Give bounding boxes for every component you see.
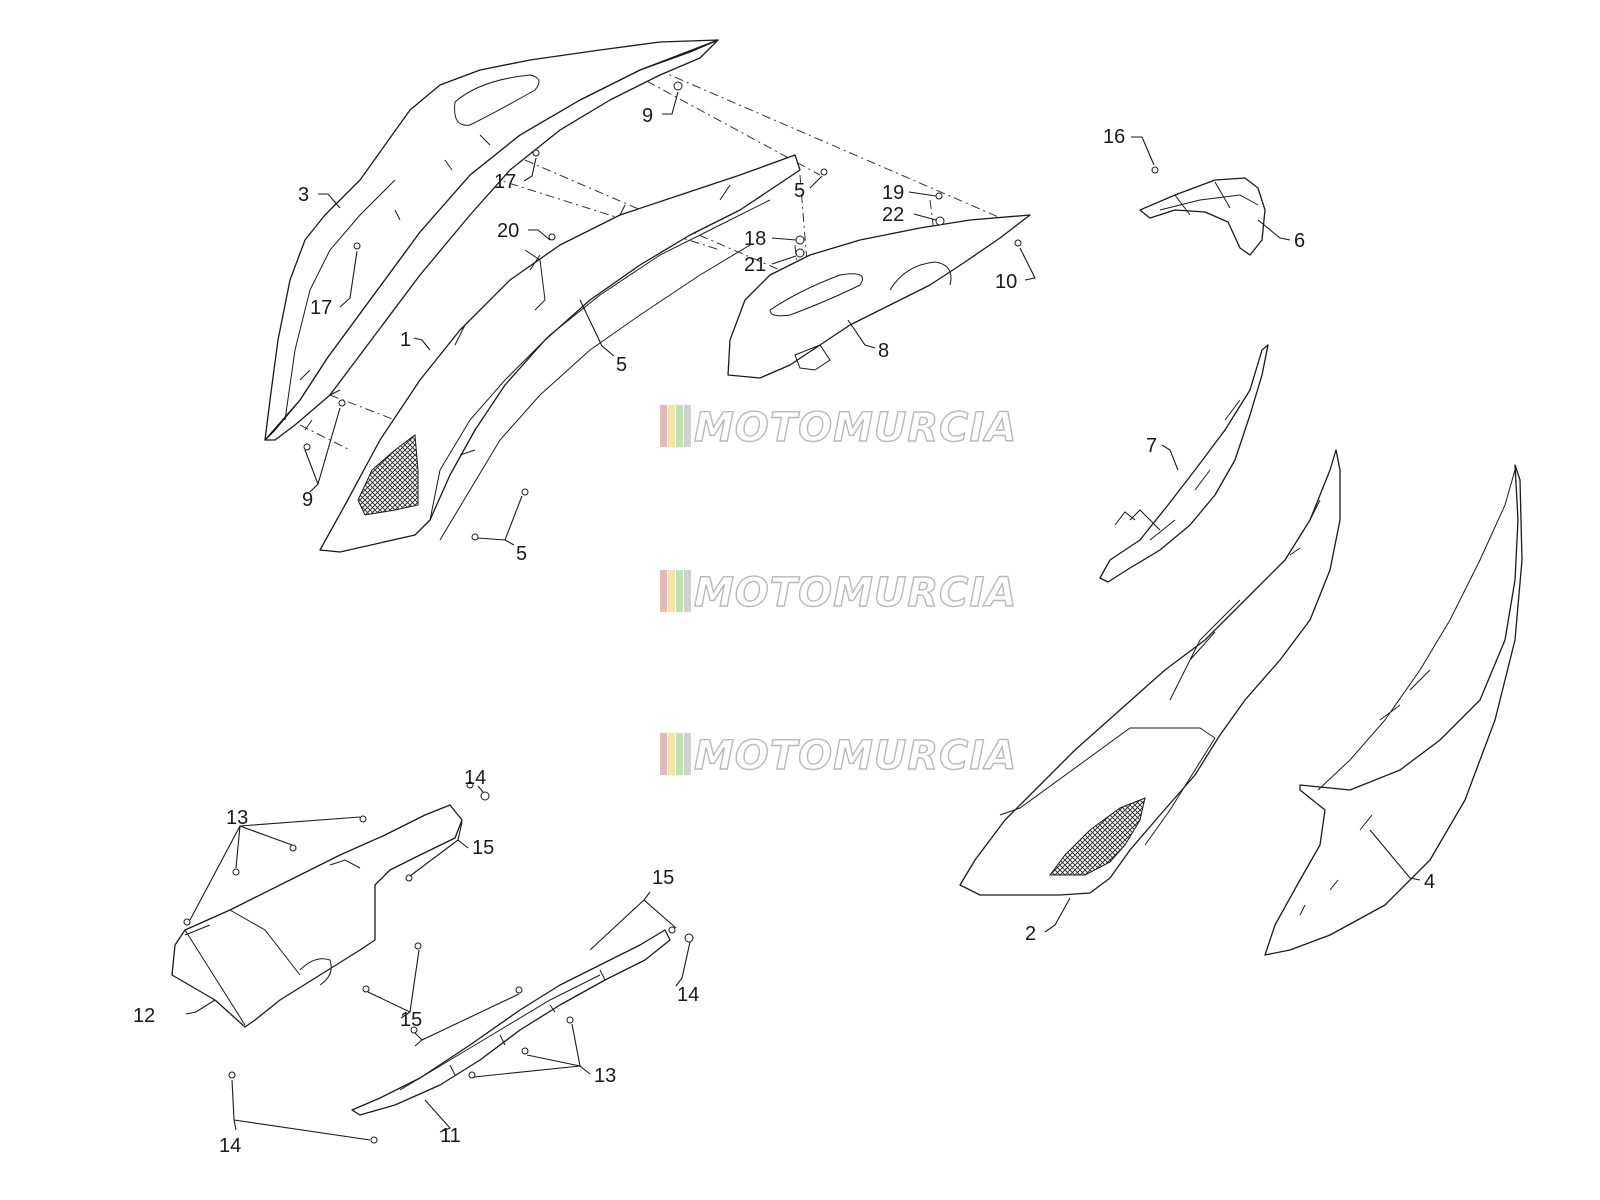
part-2-side-panel [959, 449, 1341, 896]
callout-15: 15 [400, 1009, 422, 1031]
watermark-3: MOTOMURCIA [660, 732, 1017, 780]
callout-15: 15 [652, 867, 674, 889]
callout-1: 1 [400, 329, 411, 351]
callout-9: 9 [642, 105, 653, 127]
callout-labels: 3 9 17 17 20 1 5 5 5 9 18 21 19 22 8 10 … [133, 105, 1435, 1157]
callout-9: 9 [302, 489, 313, 511]
callout-16: 16 [1103, 126, 1125, 148]
callout-7: 7 [1146, 435, 1157, 457]
part-11-lower-strip [351, 929, 671, 1116]
callout-21: 21 [744, 254, 766, 276]
callout-12: 12 [133, 1005, 155, 1027]
watermark-text: MOTOMURCIA [694, 405, 1017, 451]
callout-17: 17 [310, 297, 332, 319]
part-6-cover [1139, 177, 1266, 256]
callout-18: 18 [744, 228, 766, 250]
callout-20: 20 [497, 220, 519, 242]
part-3-upper-shield [264, 39, 719, 441]
watermark-text: MOTOMURCIA [694, 570, 1017, 616]
callout-6: 6 [1294, 230, 1305, 252]
callout-3: 3 [298, 184, 309, 206]
part-7-bracket [1099, 344, 1269, 583]
part-12-lower-left-panel [171, 804, 463, 1028]
callout-14: 14 [219, 1135, 241, 1157]
watermark-2: MOTOMURCIA [660, 569, 1017, 617]
part-8-rear-side-piece [727, 214, 1031, 379]
callout-13: 13 [594, 1065, 616, 1087]
callout-5: 5 [616, 354, 627, 376]
callout-5: 5 [794, 180, 805, 202]
leader-lines [185, 91, 1421, 1141]
watermark-text: MOTOMURCIA [694, 733, 1017, 779]
callout-15: 15 [472, 837, 494, 859]
part-1-central-body [319, 154, 801, 553]
callout-2: 2 [1025, 923, 1036, 945]
callout-11: 11 [440, 1125, 461, 1147]
callout-17: 17 [494, 171, 516, 193]
callout-14: 14 [677, 984, 699, 1006]
watermark-1: MOTOMURCIA [660, 404, 1017, 452]
callout-13: 13 [226, 807, 248, 829]
callout-10: 10 [995, 271, 1017, 293]
part-4-rear-side-cover [1264, 464, 1523, 956]
callout-14: 14 [464, 767, 486, 789]
callout-8: 8 [878, 340, 889, 362]
callout-19: 19 [882, 182, 904, 204]
fasteners [183, 81, 1159, 1144]
callout-4: 4 [1424, 871, 1435, 893]
callout-22: 22 [882, 204, 904, 226]
callout-5: 5 [516, 543, 527, 565]
